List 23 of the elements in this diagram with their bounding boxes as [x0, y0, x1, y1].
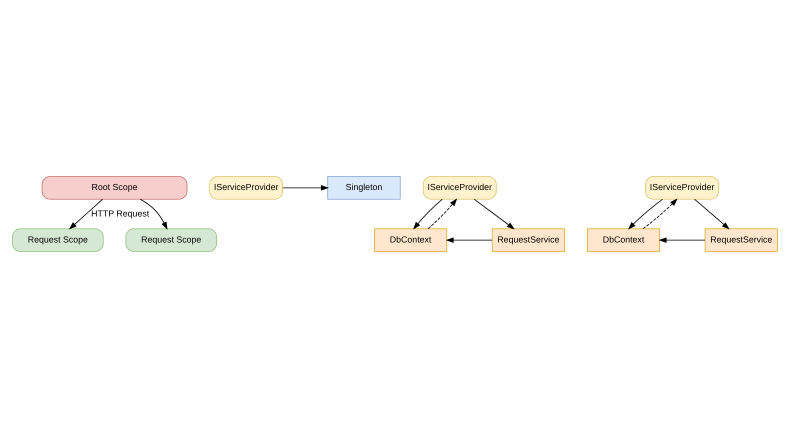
node-box: RequestService — [704, 228, 778, 252]
node-box: Request Scope — [12, 228, 104, 252]
node-box: DbContext — [374, 228, 448, 252]
edge-label: HTTP Request — [91, 208, 150, 218]
arrow — [413, 198, 443, 230]
node-box: Root Scope — [42, 176, 188, 199]
arrow — [140, 198, 168, 230]
arrow — [474, 198, 515, 229]
node-box: IServiceProvider — [422, 176, 497, 199]
node-box: IServiceProvider — [209, 176, 284, 199]
node-box: Request Scope — [126, 228, 217, 252]
arrow — [446, 236, 493, 242]
node-box: DbContext — [586, 228, 660, 252]
arrow — [658, 236, 706, 242]
arrow — [628, 198, 663, 230]
node-box: RequestService — [492, 228, 565, 252]
node-box: IServiceProvider — [645, 176, 719, 199]
arrow — [694, 198, 730, 230]
node-box: Singleton — [327, 176, 400, 199]
arrow — [642, 198, 678, 229]
arrow — [428, 198, 458, 229]
arrow — [282, 184, 329, 190]
arrow — [68, 198, 103, 230]
